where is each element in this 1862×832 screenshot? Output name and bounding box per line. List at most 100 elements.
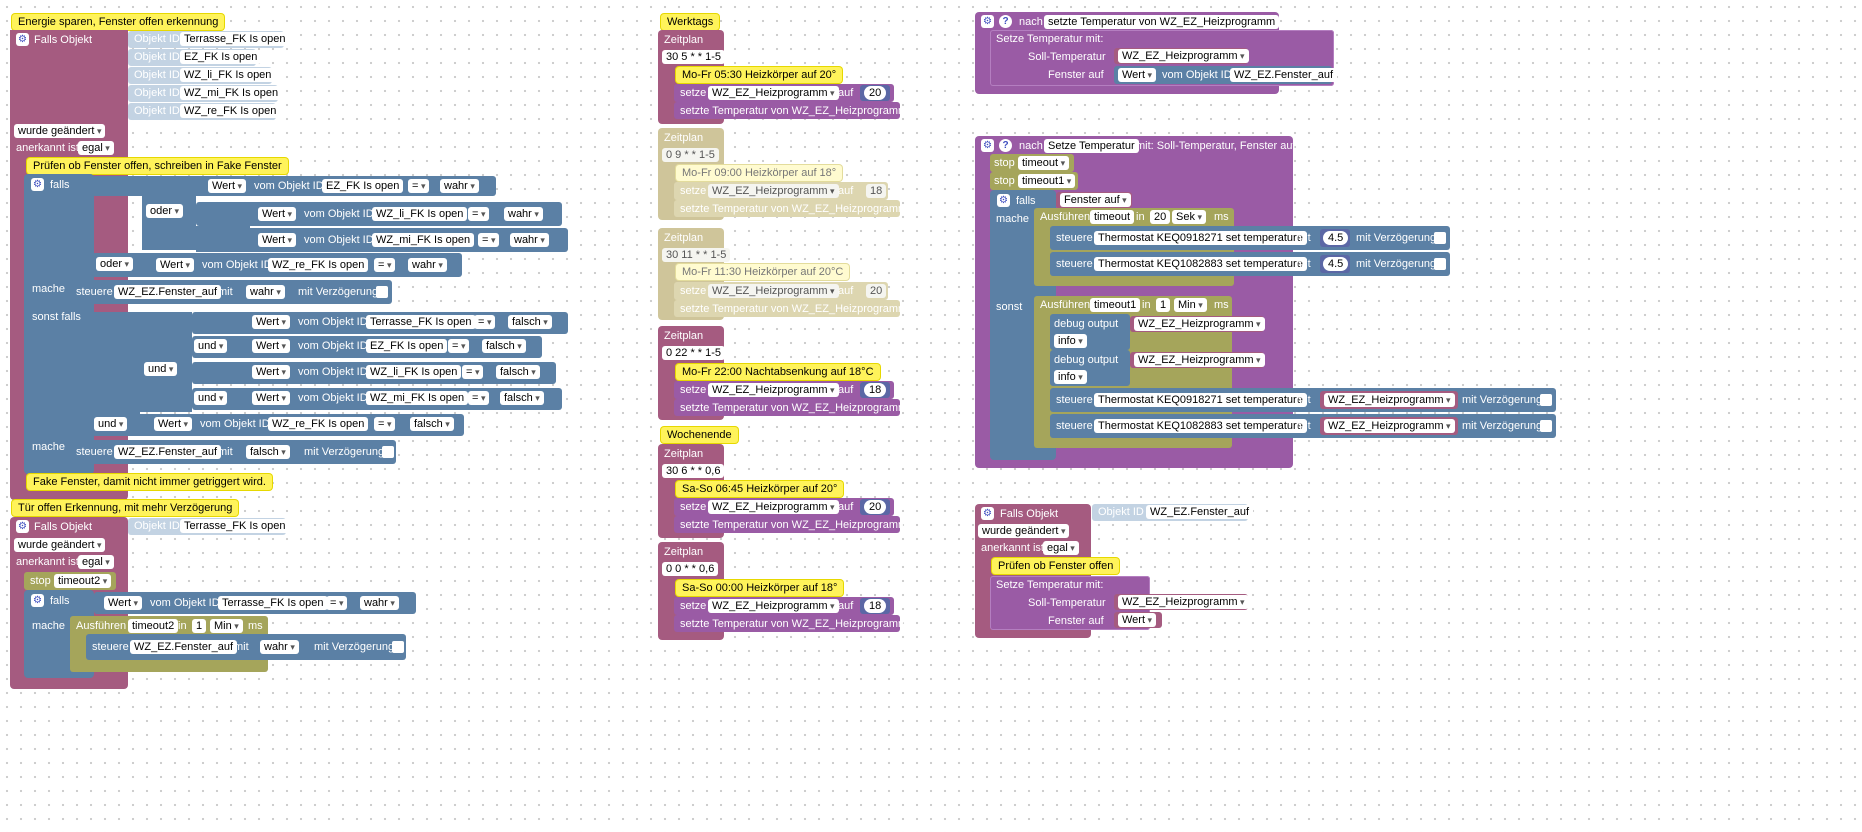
gear-icon[interactable]: ⚙	[981, 139, 994, 152]
if-block[interactable]	[24, 174, 94, 474]
compare-block[interactable]: und Wert vom Objekt ID WZ_mi_FK Is open …	[192, 388, 562, 410]
delay-checkbox[interactable]	[376, 286, 388, 298]
and-dropdown[interactable]: und	[94, 417, 128, 431]
object-id-block[interactable]: Objekt ID WZ_re_FK Is open	[128, 103, 281, 120]
comment-check[interactable]: Prüfen ob Fenster offen, schreiben in Fa…	[27, 158, 288, 174]
cron-field[interactable]: 30 11 * * 1-5	[662, 248, 731, 262]
compare-block[interactable]: Wert vom Objekt ID WZ_li_FK Is open = wa…	[196, 202, 562, 226]
number-value[interactable]: 20	[864, 500, 887, 514]
comment-werktags[interactable]: Werktags	[661, 14, 720, 30]
set-var-block[interactable]: setze WZ_EZ_Heizprogramm auf 20	[674, 282, 888, 300]
compare-block[interactable]: Wert vom Objekt ID Terrasse_FK Is open =…	[192, 312, 568, 334]
number-value[interactable]: 4.5	[1323, 231, 1349, 245]
variable-block[interactable]: WZ_EZ_Heizprogramm	[1114, 594, 1249, 610]
set-var-block[interactable]: setze WZ_EZ_Heizprogramm auf 18	[674, 381, 894, 399]
gear-icon[interactable]: ⚙	[16, 33, 29, 46]
value-dropdown[interactable]: wahr	[510, 233, 549, 247]
gear-icon[interactable]: ⚙	[981, 15, 994, 28]
set-var-block[interactable]: setze WZ_EZ_Heizprogramm auf 18	[674, 182, 888, 200]
var-dropdown[interactable]: WZ_EZ_Heizprogramm	[1118, 595, 1249, 609]
comment-check[interactable]: Prüfen ob Fenster offen	[992, 558, 1120, 574]
compare-dropdown[interactable]: =	[326, 596, 348, 610]
number-block[interactable]: 18	[860, 598, 890, 614]
or-dropdown[interactable]: oder	[146, 204, 184, 218]
function-name-field[interactable]: setzte Temperatur von WZ_EZ_Heizprogramm	[1044, 15, 1280, 29]
value-dropdown[interactable]: falsch	[410, 417, 454, 431]
object-id-block[interactable]: Objekt ID Terrasse_FK Is open	[128, 518, 290, 535]
delay-checkbox[interactable]	[1434, 258, 1446, 270]
compare-dropdown[interactable]: =	[374, 417, 396, 431]
var-dropdown[interactable]: WZ_EZ_Heizprogramm	[708, 86, 839, 100]
object-id-field[interactable]: EZ_FK Is open	[180, 50, 262, 64]
object-id-field[interactable]: WZ_re_FK Is open	[180, 104, 281, 118]
var-dropdown[interactable]: WZ_EZ_Heizprogramm	[708, 500, 839, 514]
help-icon[interactable]: ?	[999, 139, 1012, 152]
object-id-block[interactable]: Objekt ID WZ_li_FK Is open	[128, 67, 276, 84]
number-value[interactable]: 18	[864, 383, 887, 397]
schedule-comment[interactable]: Mo-Fr 05:30 Heizkörper auf 20°	[676, 67, 843, 83]
control-block[interactable]: steuere Thermostat KEQ0918271 set temper…	[1050, 226, 1450, 250]
cron-field[interactable]: 0 9 * * 1-5	[662, 148, 719, 162]
gear-icon[interactable]: ⚙	[31, 178, 44, 191]
schedule-comment[interactable]: Sa-So 06:45 Heizkörper auf 20°	[676, 481, 844, 497]
compare-dropdown[interactable]: =	[408, 179, 430, 193]
wert-dropdown[interactable]: Wert	[1118, 68, 1157, 82]
compare-dropdown[interactable]: =	[468, 391, 490, 405]
delay-checkbox[interactable]	[382, 446, 394, 458]
and-block[interactable]: und	[140, 312, 192, 412]
value-dropdown[interactable]: wahr	[260, 640, 299, 654]
object-id-field[interactable]: WZ_EZ.Fenster_auf	[1230, 68, 1338, 82]
target-var-field[interactable]: Thermostat KEQ0918271 set temperature	[1094, 231, 1307, 245]
log-level-dropdown[interactable]: info	[1054, 334, 1087, 348]
comment-energy[interactable]: Energie sparen, Fenster offen erkennung	[12, 14, 225, 30]
value-dropdown[interactable]: wahr	[440, 179, 479, 193]
comment-fake[interactable]: Fake Fenster, damit nicht immer getrigge…	[27, 474, 272, 490]
unit-dropdown[interactable]: Min	[1174, 298, 1207, 312]
cron-field[interactable]: 0 22 * * 1-5	[662, 346, 726, 360]
wert-dropdown[interactable]: Wert	[1118, 613, 1157, 627]
wert-dropdown[interactable]: Wert	[154, 417, 193, 431]
var-dropdown[interactable]: WZ_EZ_Heizprogramm	[708, 383, 839, 397]
number-block[interactable]: 4.5	[1320, 255, 1350, 273]
variable-block[interactable]: Fenster auf	[1056, 192, 1132, 208]
number-block[interactable]: 20	[860, 85, 890, 101]
gear-icon[interactable]: ⚙	[981, 507, 994, 520]
debug-block[interactable]: debug output info	[1050, 314, 1130, 350]
object-id-field[interactable]: EZ_FK Is open	[322, 179, 404, 193]
call-function-block[interactable]: setzte Temperatur von WZ_EZ_Heizprogramm	[674, 200, 907, 217]
delay-checkbox[interactable]	[392, 641, 404, 653]
number-block[interactable]: 20	[860, 499, 890, 515]
set-var-block[interactable]: setze WZ_EZ_Heizprogramm auf 18	[674, 597, 894, 615]
var-dropdown[interactable]: WZ_EZ_Heizprogramm	[708, 284, 839, 298]
cron-field[interactable]: 0 0 * * 0,6	[662, 562, 719, 576]
call-function-block[interactable]: setzte Temperatur von WZ_EZ_Heizprogramm	[674, 399, 907, 416]
value-dropdown[interactable]: wahr	[246, 285, 285, 299]
compare-block[interactable]: Wert vom Objekt ID WZ_mi_FK Is open = wa…	[196, 228, 568, 252]
get-value-block[interactable]: Wert vom Objekt ID WZ_EZ.Fenster_auf	[1114, 66, 1338, 84]
or-dropdown[interactable]: oder	[96, 257, 134, 271]
object-id-field[interactable]: WZ_mi_FK Is open	[180, 86, 283, 100]
wert-dropdown[interactable]: Wert	[104, 596, 143, 610]
or-block[interactable]: Wert vom Objekt ID EZ_FK Is open = wahr	[92, 176, 496, 196]
stop-block[interactable]: stop timeout1	[990, 172, 1078, 190]
value-dropdown[interactable]: wahr	[408, 258, 447, 272]
ack-dropdown[interactable]: egal	[78, 141, 114, 155]
delay-value[interactable]: 1	[192, 619, 207, 633]
and-dropdown[interactable]: und	[194, 339, 228, 353]
wert-dropdown[interactable]: Wert	[252, 315, 291, 329]
object-id-field[interactable]: Terrasse_FK Is open	[180, 32, 290, 46]
value-dropdown[interactable]: falsch	[508, 315, 552, 329]
object-id-field[interactable]: Terrasse_FK Is open	[218, 596, 328, 610]
object-id-field[interactable]: Terrasse_FK Is open	[180, 519, 290, 533]
object-id-field[interactable]: WZ_mi_FK Is open	[366, 391, 469, 405]
object-id-block[interactable]: Objekt ID EZ_FK Is open	[128, 49, 262, 66]
wert-dropdown[interactable]: Wert	[208, 179, 247, 193]
value-dropdown[interactable]: falsch	[500, 391, 544, 405]
unit-dropdown[interactable]: Min	[210, 619, 243, 633]
cron-field[interactable]: 30 5 * * 1-5	[662, 50, 726, 64]
object-id-field[interactable]: EZ_FK Is open	[366, 339, 448, 353]
compare-block[interactable]: und Wert vom Objekt ID EZ_FK Is open = f…	[192, 336, 542, 358]
timeout-name-field[interactable]: timeout2	[128, 619, 179, 633]
wert-dropdown[interactable]: Wert	[258, 207, 297, 221]
control-block[interactable]: steuere Thermostat KEQ1082883 set temper…	[1050, 414, 1556, 438]
